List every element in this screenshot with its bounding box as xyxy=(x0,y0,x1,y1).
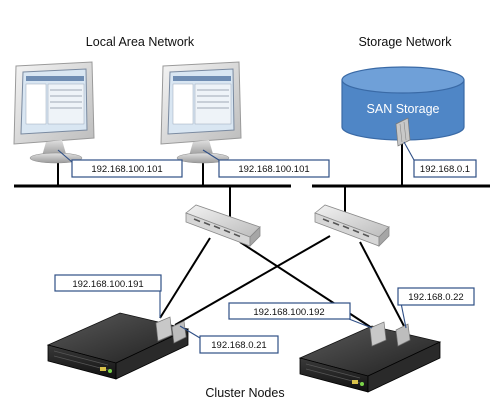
pc2-ip-label: 192.168.100.101 xyxy=(238,164,309,175)
rack-server-icon xyxy=(298,321,442,393)
lan-title: Local Area Network xyxy=(86,35,195,49)
rack-server-icon xyxy=(46,312,190,380)
callout-node2-storage-ip: 192.168.0.22 xyxy=(397,287,475,329)
callout-san-ip: 192.168.0.1 xyxy=(403,141,477,178)
callout-pc1-ip: 192.168.100.101 xyxy=(57,149,183,178)
callout-node1-lan-ip: 192.168.100.191 xyxy=(54,274,162,318)
callout-node2-lan-ip: 192.168.100.192 xyxy=(228,302,373,329)
node2-storage-ip-label: 192.168.0.22 xyxy=(408,292,463,303)
monitor-icon xyxy=(160,61,242,164)
switch2-to-node2 xyxy=(359,241,406,329)
node1-lan-ip-label: 192.168.100.191 xyxy=(72,279,143,290)
node2-lan-ip-label: 192.168.100.192 xyxy=(253,307,324,318)
callout-node1-storage-ip: 192.168.0.21 xyxy=(179,325,279,354)
monitor-icon xyxy=(13,61,95,164)
switch1-to-node2 xyxy=(239,241,376,331)
network-switch-icon xyxy=(185,204,261,247)
san-storage-cylinder-icon: SAN Storage xyxy=(341,66,465,147)
storage-network-title: Storage Network xyxy=(358,35,452,49)
node1-storage-ip-label: 192.168.0.21 xyxy=(211,340,266,351)
pc1-ip-label: 192.168.100.101 xyxy=(91,164,162,175)
callout-pc2-ip: 192.168.100.101 xyxy=(202,149,330,178)
san-storage-label: SAN Storage xyxy=(367,102,440,116)
switch1-to-node1 xyxy=(159,237,211,319)
san-ip-label: 192.168.0.1 xyxy=(420,164,470,175)
switch2-to-node1 xyxy=(174,235,331,326)
network-switch-icon xyxy=(314,204,390,247)
cluster-nodes-title: Cluster Nodes xyxy=(205,386,284,400)
